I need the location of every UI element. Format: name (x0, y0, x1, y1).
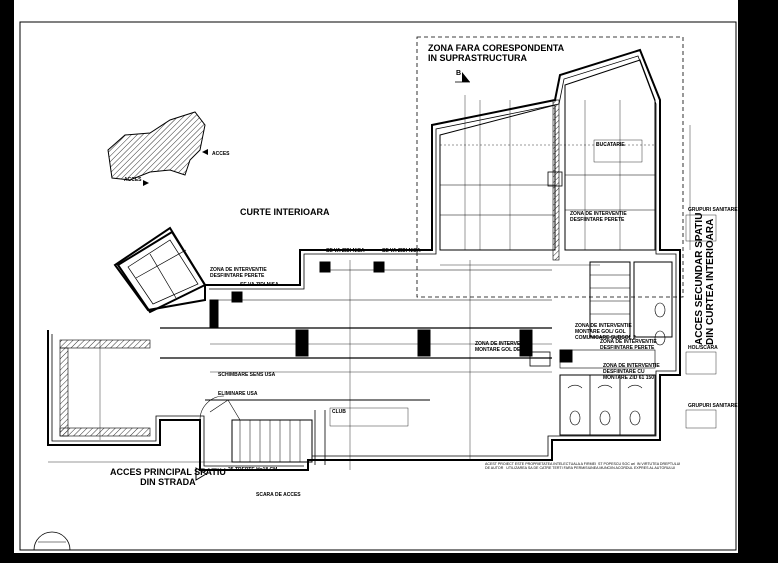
wall-note: SE VA ZIDI NISA (326, 248, 365, 254)
intervention-note: ZONA DE INTERVENTIE DESFIINTARE PERETE (210, 267, 267, 279)
locator-access-label: ACCES (212, 151, 230, 157)
intervention-note: ZONA DE INTERVENTIE MONTARE GOL/ GOL COM… (575, 323, 636, 341)
main-stairs (199, 395, 326, 465)
note-boxes (329, 139, 717, 429)
inner-walls (51, 55, 677, 467)
locator-access-label: ACCES (124, 177, 142, 183)
hatched-wall (59, 347, 69, 437)
wall-note: SE VA ZIDI NISA (240, 282, 279, 288)
room-label: HOL/SCARA (688, 345, 718, 351)
secondary-access-label: ACCES SECUNDAR SPATIU DIN CURTEA INTERIO… (694, 212, 716, 345)
room-label: BUCATARIE (596, 142, 625, 148)
courtyard-label: CURTE INTERIOARA (240, 207, 330, 217)
upper-rooms (439, 59, 656, 261)
access-arrow-icon (202, 149, 208, 155)
wall-note: SE VA ZIDI NISA (382, 248, 421, 254)
corridor-walls (160, 261, 552, 401)
scan-border-right (738, 0, 778, 563)
intervention-note: ZONA DE INTERVENTIE DESFIINTARE PERETE (570, 211, 627, 223)
section-label: B (456, 70, 462, 77)
outer-walls (47, 48, 681, 471)
hatched-wall (59, 427, 151, 437)
intervention-note: ZONA DE INTERVENTIE DESFIINTARE PERETE (600, 339, 657, 351)
tilted-room (116, 230, 207, 314)
scan-border-left (0, 0, 14, 563)
room-label: CLUB (332, 409, 346, 415)
zone-label: ZONA FARA CORESPONDENTA IN SUPRASTRUCTUR… (428, 43, 565, 64)
hatched-wall (59, 339, 151, 349)
scan-border-bottom (0, 553, 778, 563)
dimension-lines (48, 95, 691, 470)
sheet-border (19, 21, 737, 551)
right-rooms (529, 261, 673, 436)
stair-note: SCHIMBARE SENS USA (218, 372, 276, 378)
access-arrow-icon (143, 180, 149, 186)
north-arrow-icon (33, 531, 71, 551)
section-marker (455, 72, 470, 83)
main-access-label: ACCES PRINCIPAL SPATIU DIN STRADA (110, 467, 226, 488)
room-label: GRUPURI SANITARE (688, 403, 738, 409)
main-access-arrow-icon (195, 467, 207, 481)
intervention-note: ZONA DE INTERVENTIE DESFIINTARE CU MONTA… (603, 363, 660, 381)
copyright-note: ACEST PROIECT ESTE PROPRIETATEA INTELECT… (485, 462, 681, 471)
zone-dashed-boundary (416, 36, 684, 298)
key-plan (107, 111, 208, 186)
stair-note: ELIMINARE USA (218, 391, 258, 397)
room-label: GRUPURI SANITARE (688, 207, 738, 213)
intervention-note: ZONA DE INTERVENTIE MONTARE GOL DE USA (475, 341, 533, 353)
stair-note: 25 TREPTE H=18 CM (228, 467, 278, 473)
stair-note: SCARA DE ACCES (256, 492, 301, 498)
